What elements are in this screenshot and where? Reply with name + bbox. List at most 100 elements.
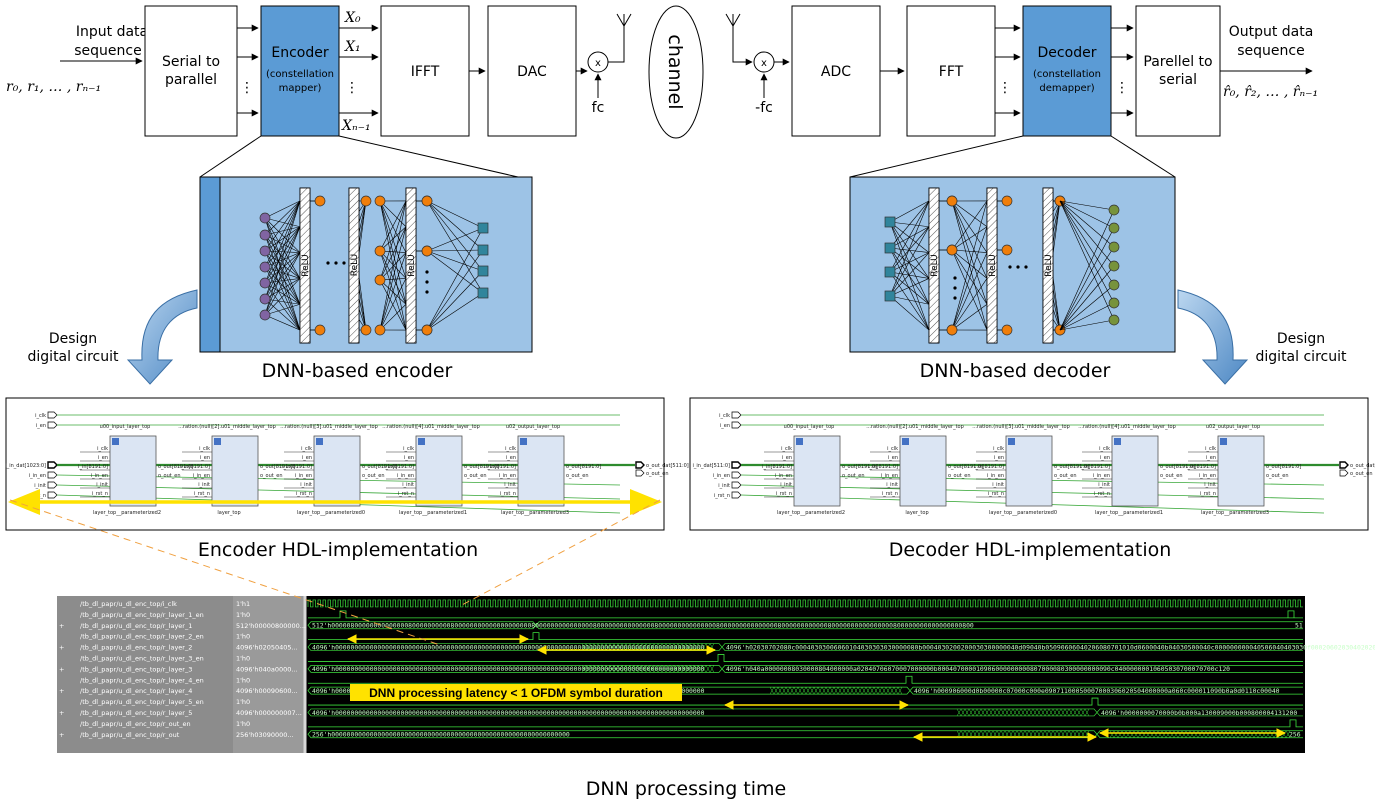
neuron [1108, 204, 1120, 216]
hdl-module [211, 435, 259, 507]
hdl-input-port [731, 421, 742, 429]
hdl-output-port [635, 469, 645, 477]
hdl-module-pin: i_in_en [91, 473, 108, 479]
neuron [421, 324, 433, 336]
waveform-clock-trace [307, 599, 1303, 608]
waveform-signal-name: /tb_dl_papr/u_dl_enc_top/r_layer_5 [80, 709, 192, 717]
hdl-module-pin: o_out[8191:0] [566, 464, 601, 470]
relu-label: ReLU [988, 254, 998, 277]
decoder-title: Decoder [1038, 45, 1097, 61]
neuron [314, 324, 326, 336]
hdl-input-port-label: i_en [720, 423, 730, 429]
hdl-module-pin: i_en [1206, 455, 1216, 461]
waveform-signal-name: /tb_dl_papr/u_dl_enc_top/r_layer_3_en [80, 654, 204, 662]
hdl-module-pin: i_clk [403, 446, 414, 452]
hdl-module-expand-icon [1008, 438, 1015, 445]
hdl-module [415, 435, 463, 507]
waveform-bus-segment [1096, 708, 1303, 717]
output-label-line1: Output data [1229, 24, 1314, 40]
relu-layer [928, 187, 940, 344]
ellipsis-dot [1016, 265, 1020, 269]
neuron [259, 261, 271, 273]
waveform-signal-name: /tb_dl_papr/u_dl_enc_top/r_layer_5_en [80, 698, 204, 706]
hdl-module-pin: i_rst_n [1094, 491, 1110, 497]
hdl-module-pin: i_clk [1205, 446, 1216, 452]
hdl-module-expand-icon [902, 438, 909, 445]
hdl-module-pin: i_init [198, 482, 210, 488]
rx-fc-label: -fᴄ [755, 100, 773, 116]
waveform-signal-name: /tb_dl_papr/u_dl_enc_top/i_clk [80, 600, 177, 608]
neuron [374, 245, 386, 257]
hdl-output-port-label: o_out_dat[1023:0] [1350, 463, 1375, 469]
waveform-signal-value: 1'h1 [236, 600, 250, 608]
hdl-input-port [47, 481, 58, 489]
neuron [477, 265, 489, 277]
rx-antenna-icon [725, 13, 741, 27]
neuron [946, 244, 958, 256]
hdl-module-foot: layer_top__parameterized2 [93, 510, 161, 516]
hdl-module-pin: i_in[8191:0] [282, 464, 312, 470]
ellipsis-dot [953, 276, 957, 280]
ellipsis-dot [1024, 265, 1028, 269]
hdl-input-port [731, 481, 742, 489]
hdl-module-pin: o_out[8191:0] [158, 464, 193, 470]
ellipsis-dot [425, 270, 429, 274]
ellipsis-dot [425, 280, 429, 284]
waveform-bus-segment [721, 665, 1303, 673]
waveform-bus-value: 4096'h0000000070000b0b000a130009000b0008… [1101, 709, 1297, 717]
ellipsis-dot [425, 290, 429, 294]
hdl-module-pin: i_in_en [881, 473, 898, 479]
waveform-signal-name: /tb_dl_papr/u_dl_enc_top/r_layer_4 [80, 687, 192, 695]
hdl-module-pin: i_init [504, 482, 516, 488]
waveform-traces: /tb_dl_papr/u_dl_enc_top/i_clk 1'h1/tb_dl… [59, 599, 1375, 742]
waveform-signal-value: 4096'h00090600... [236, 687, 298, 695]
waveform-bus-glitch [581, 665, 715, 673]
input-label-line2: sequence [74, 43, 141, 59]
waveform-signal-name: /tb_dl_papr/u_dl_enc_top/r_out [80, 731, 180, 739]
hdl-module-pin: i_rst_n [882, 491, 898, 497]
decoder-sub-1: (constellation [1033, 69, 1101, 80]
hdl-module-title: u00_input_layer_top [100, 424, 151, 430]
hdl-input-port-label: i_clk [35, 413, 46, 419]
neuron [360, 324, 372, 336]
neuron [884, 242, 896, 254]
hdl-module-pin: i_rst_n [988, 491, 1004, 497]
s2p-ellipsis: ⋮ [240, 80, 254, 96]
hdl-input-port [47, 471, 58, 479]
hdl-module [1111, 435, 1159, 507]
hdl-module-pin: o_out_en [948, 473, 971, 479]
waveform-bus-segment [721, 643, 1303, 651]
hdl-module-foot: layer_top__parameterized1 [399, 510, 467, 516]
waveform-bus-segment [535, 621, 1303, 630]
hdl-module-foot: layer_top__parameterized1 [1095, 510, 1163, 516]
relu-layer [299, 187, 311, 344]
encoder-span-arrowhead-left [8, 489, 40, 515]
hdl-module-expand-icon [316, 438, 323, 445]
waveform-signal-value: 1'h0 [236, 633, 250, 641]
neuron [374, 195, 386, 207]
design-arrow-right [1177, 289, 1249, 385]
ifft-label: IFFT [411, 64, 440, 80]
input-label-line1: Input data [76, 24, 148, 40]
dac-block [487, 5, 577, 137]
waveform-signal-value: 4096'h000000007... [236, 709, 302, 717]
hdl-output-port-label: o_out_en [1350, 471, 1373, 477]
waveform-signal-name: /tb_dl_papr/u_dl_enc_top/r_layer_3 [80, 665, 192, 673]
neuron [1001, 244, 1013, 256]
hdl-module-pin: i_clk [781, 446, 792, 452]
hdl-module-pin: i_in_en [775, 473, 792, 479]
dnn-decoder-network: ReLUReLUReLUReLUReLUReLU [884, 187, 1120, 344]
hdl-module-expand-icon [520, 438, 527, 445]
waveform-bus-prefix: 4096'h0000000000000000000000000000000000… [312, 643, 705, 651]
hdl-module-pin: o_out[8191:0] [362, 464, 397, 470]
expand-icon: + [59, 665, 64, 673]
expand-icon: + [59, 731, 64, 739]
relu-layer [1042, 187, 1054, 344]
hdl-module-pin: i_init [1204, 482, 1216, 488]
hdl-module-pin: o_out_en [362, 473, 385, 479]
decoder-block [1022, 5, 1112, 137]
hdl-module-pin: o_out_en [158, 473, 181, 479]
hdl-input-port-label: i_en [36, 423, 46, 429]
hdl-module-pin: i_rst_n [194, 491, 210, 497]
